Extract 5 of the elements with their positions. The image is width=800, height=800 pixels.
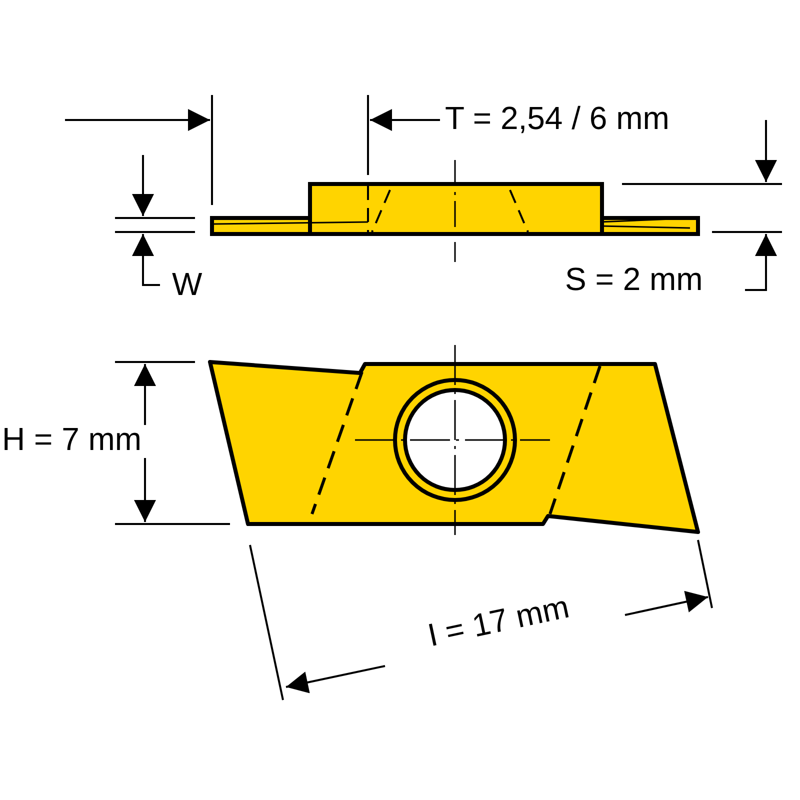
dimension-label: I = 17 mm [425,590,572,652]
dimension-label: T = 2,54 / 6 mm [445,102,670,134]
dimension-label: W [172,268,202,300]
dimension-label: S = 2 mm [565,263,703,295]
dimension-label: H = 7 mm [2,423,142,455]
